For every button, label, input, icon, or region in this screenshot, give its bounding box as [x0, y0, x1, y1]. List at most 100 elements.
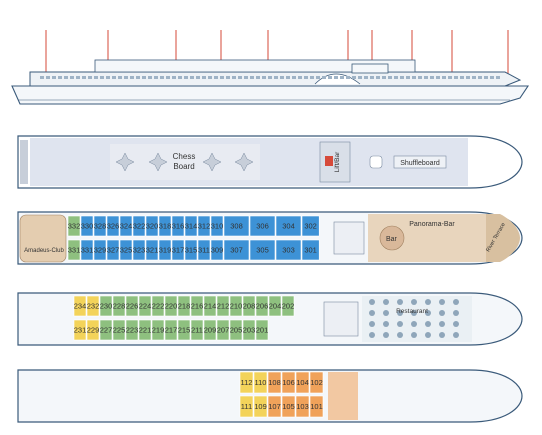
cabin-number: 103	[296, 402, 309, 411]
cabin-number: 317	[172, 246, 185, 255]
cabin-104	[295, 371, 310, 394]
middle-stairwell	[323, 301, 359, 337]
cabin-number: 326	[107, 222, 120, 231]
sun-lounger-group	[234, 152, 254, 172]
window	[226, 76, 230, 79]
lift-bar-label: Lift/Bar	[334, 151, 341, 172]
cabin-211	[190, 319, 204, 341]
cabin-319	[158, 239, 172, 261]
cabin-106	[281, 371, 296, 394]
cabin-101	[309, 395, 324, 418]
restaurant-table	[453, 310, 459, 316]
window	[454, 76, 458, 79]
cabin-number: 221	[139, 326, 152, 335]
cabin-207	[216, 319, 230, 341]
cabin-number: 323	[133, 246, 146, 255]
cabin-number: 108	[268, 378, 281, 387]
cabin-number: 202	[282, 302, 295, 311]
cabin-301	[301, 239, 320, 261]
cabin-306	[249, 215, 276, 237]
cabin-331	[67, 239, 81, 261]
river-terrace-area	[486, 214, 520, 262]
cabin-number: 318	[159, 222, 172, 231]
cabin-201	[255, 319, 269, 341]
cabin-number: 218	[178, 302, 191, 311]
window	[40, 76, 44, 79]
cabin-232	[86, 295, 100, 317]
cabin-number: 320	[146, 222, 159, 231]
cabin-number: 332	[68, 222, 81, 231]
window	[418, 76, 422, 79]
window	[460, 76, 464, 79]
cabin-number: 104	[296, 378, 309, 387]
window	[364, 76, 368, 79]
cabin-number: 219	[152, 326, 165, 335]
cabin-231	[73, 319, 87, 341]
cabin-number: 206	[256, 302, 269, 311]
cabin-230	[99, 295, 113, 317]
cabin-number: 230	[100, 302, 113, 311]
cabin-number: 214	[204, 302, 217, 311]
cabin-312	[197, 215, 211, 237]
window	[370, 76, 374, 79]
window	[472, 76, 476, 79]
cabin-number: 209	[204, 326, 217, 335]
restaurant-label: Restaurant	[396, 308, 428, 315]
window	[148, 76, 152, 79]
cabin-number: 201	[256, 326, 269, 335]
restaurant-table	[425, 310, 431, 316]
cabin-number: 101	[310, 402, 323, 411]
window	[316, 76, 320, 79]
cabin-number: 215	[178, 326, 191, 335]
cabin-number: 208	[243, 302, 256, 311]
restaurant-table	[439, 299, 445, 305]
window	[322, 76, 326, 79]
cabin-329	[93, 239, 107, 261]
river-terrace: River Terrace	[485, 214, 520, 262]
restaurant-table	[453, 321, 459, 327]
window	[58, 76, 62, 79]
cabin-number: 234	[74, 302, 87, 311]
cabin-217	[164, 319, 178, 341]
cabin-number: 304	[282, 222, 295, 231]
cabin-308	[223, 215, 250, 237]
window	[250, 76, 254, 79]
restaurant-table	[425, 321, 431, 327]
upper-stairwell	[333, 221, 365, 255]
cabin-212	[216, 295, 230, 317]
cabin-305	[249, 239, 276, 261]
cabin-number: 325	[120, 246, 133, 255]
deck-sun: Chess Board Lift/Bar Shuffleboard	[17, 135, 523, 189]
cabin-number: 228	[113, 302, 126, 311]
cabin-227	[99, 319, 113, 341]
cabin-number: 204	[269, 302, 282, 311]
cabin-number: 227	[100, 326, 113, 335]
cabin-number: 316	[172, 222, 185, 231]
cabin-208	[242, 295, 256, 317]
cabin-number: 303	[282, 246, 295, 255]
bar-label: Bar	[386, 236, 398, 243]
cabin-number: 231	[74, 326, 87, 335]
profile-top-deck	[94, 59, 416, 73]
cabin-315	[184, 239, 198, 261]
cabin-302	[301, 215, 320, 237]
ship-profile	[11, 30, 530, 105]
cabin-216	[190, 295, 204, 317]
cabin-number: 330	[81, 222, 94, 231]
sun-lounger-group	[202, 152, 222, 172]
cabin-112	[239, 371, 254, 394]
cabin-number: 106	[282, 378, 295, 387]
cabin-number: 324	[120, 222, 133, 231]
cabin-111	[239, 395, 254, 418]
window	[70, 76, 74, 79]
cabin-number: 329	[94, 246, 107, 255]
window	[352, 76, 356, 79]
cabin-number: 102	[310, 378, 323, 387]
restaurant-table	[439, 310, 445, 316]
window	[388, 76, 392, 79]
window	[274, 76, 278, 79]
